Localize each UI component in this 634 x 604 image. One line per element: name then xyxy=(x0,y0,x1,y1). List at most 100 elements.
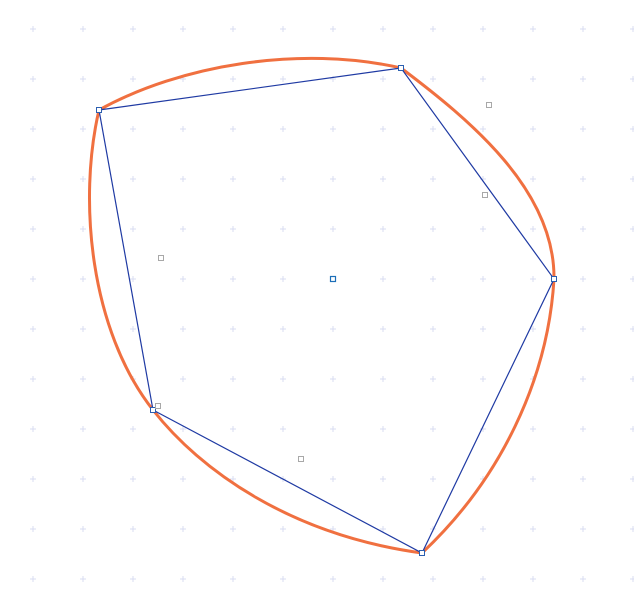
plus-icon xyxy=(380,376,386,382)
plus-icon xyxy=(380,276,386,282)
plus-icon xyxy=(530,126,536,132)
plus-icon xyxy=(180,576,186,582)
plus-icon xyxy=(580,376,586,382)
plus-icon xyxy=(30,476,36,482)
plus-icon xyxy=(130,126,136,132)
plus-icon xyxy=(280,526,286,532)
plus-icon xyxy=(530,276,536,282)
plus-icon xyxy=(180,226,186,232)
plus-icon xyxy=(230,426,236,432)
bezier-curve[interactable] xyxy=(88,56,556,555)
plus-icon xyxy=(130,226,136,232)
plus-icon xyxy=(180,476,186,482)
plus-icon xyxy=(380,526,386,532)
plus-icon xyxy=(630,176,634,182)
plus-icon xyxy=(580,276,586,282)
plus-icon xyxy=(430,126,436,132)
plus-icon xyxy=(580,326,586,332)
plus-icon xyxy=(180,526,186,532)
plus-icon xyxy=(480,326,486,332)
plus-icon xyxy=(630,326,634,332)
plus-icon xyxy=(130,26,136,32)
plus-icon xyxy=(80,276,86,282)
plus-icon xyxy=(580,76,586,82)
plus-icon xyxy=(580,176,586,182)
plus-icon xyxy=(130,576,136,582)
vertex-handle-top-left[interactable] xyxy=(96,107,102,113)
plus-icon xyxy=(530,26,536,32)
plus-icon xyxy=(230,126,236,132)
plus-icon xyxy=(30,76,36,82)
plus-icon xyxy=(530,76,536,82)
control-polygon[interactable] xyxy=(98,67,555,554)
plus-icon xyxy=(80,226,86,232)
plus-icon xyxy=(480,76,486,82)
plus-icon xyxy=(580,26,586,32)
plus-icon xyxy=(430,426,436,432)
plus-icon xyxy=(280,176,286,182)
plus-icon xyxy=(580,426,586,432)
plus-icon xyxy=(180,26,186,32)
center-handle[interactable] xyxy=(329,275,337,283)
plus-icon xyxy=(180,176,186,182)
plus-icon xyxy=(380,326,386,332)
plus-icon xyxy=(330,476,336,482)
plus-icon xyxy=(130,476,136,482)
plus-icon xyxy=(280,26,286,32)
plus-icon xyxy=(30,176,36,182)
control-handle[interactable] xyxy=(298,456,304,462)
plus-icon xyxy=(330,376,336,382)
plus-icon xyxy=(430,576,436,582)
plus-icon xyxy=(430,326,436,332)
vertex-handle-left[interactable] xyxy=(150,407,156,413)
vertex-handle-bottom[interactable] xyxy=(419,550,425,556)
control-handle[interactable] xyxy=(158,255,164,261)
plus-icon xyxy=(530,476,536,482)
plus-icon xyxy=(580,126,586,132)
plus-icon xyxy=(580,476,586,482)
vertex-handle-top-right[interactable] xyxy=(398,65,404,71)
plus-icon xyxy=(230,476,236,482)
control-handle[interactable] xyxy=(482,192,488,198)
plus-icon xyxy=(530,326,536,332)
plus-icon xyxy=(630,526,634,532)
plus-icon xyxy=(230,76,236,82)
plus-icon xyxy=(30,526,36,532)
plus-icon xyxy=(630,226,634,232)
plus-icon xyxy=(230,176,236,182)
plus-icon xyxy=(280,326,286,332)
plus-icon xyxy=(280,76,286,82)
plus-icon xyxy=(230,276,236,282)
plus-icon xyxy=(630,26,634,32)
plus-icon xyxy=(230,226,236,232)
plus-icon xyxy=(480,26,486,32)
plus-icon xyxy=(580,526,586,532)
plus-icon xyxy=(330,576,336,582)
plus-icon xyxy=(80,76,86,82)
control-handle[interactable] xyxy=(155,403,161,409)
plus-icon xyxy=(530,426,536,432)
plus-icon xyxy=(430,176,436,182)
plus-icon xyxy=(230,26,236,32)
plus-icon xyxy=(630,276,634,282)
plus-icon xyxy=(580,576,586,582)
control-handle[interactable] xyxy=(486,102,492,108)
plus-icon xyxy=(380,476,386,482)
plus-icon xyxy=(80,576,86,582)
plus-icon xyxy=(130,526,136,532)
plus-icon xyxy=(380,26,386,32)
plus-icon xyxy=(530,576,536,582)
plus-icon xyxy=(30,26,36,32)
plus-icon xyxy=(380,426,386,432)
plus-icon xyxy=(180,276,186,282)
plus-icon xyxy=(630,476,634,482)
plus-icon xyxy=(180,426,186,432)
vertex-handle-right[interactable] xyxy=(551,276,557,282)
plus-icon xyxy=(630,76,634,82)
plus-icon xyxy=(30,126,36,132)
plus-icon xyxy=(130,176,136,182)
plus-icon xyxy=(330,26,336,32)
plus-icon xyxy=(530,526,536,532)
